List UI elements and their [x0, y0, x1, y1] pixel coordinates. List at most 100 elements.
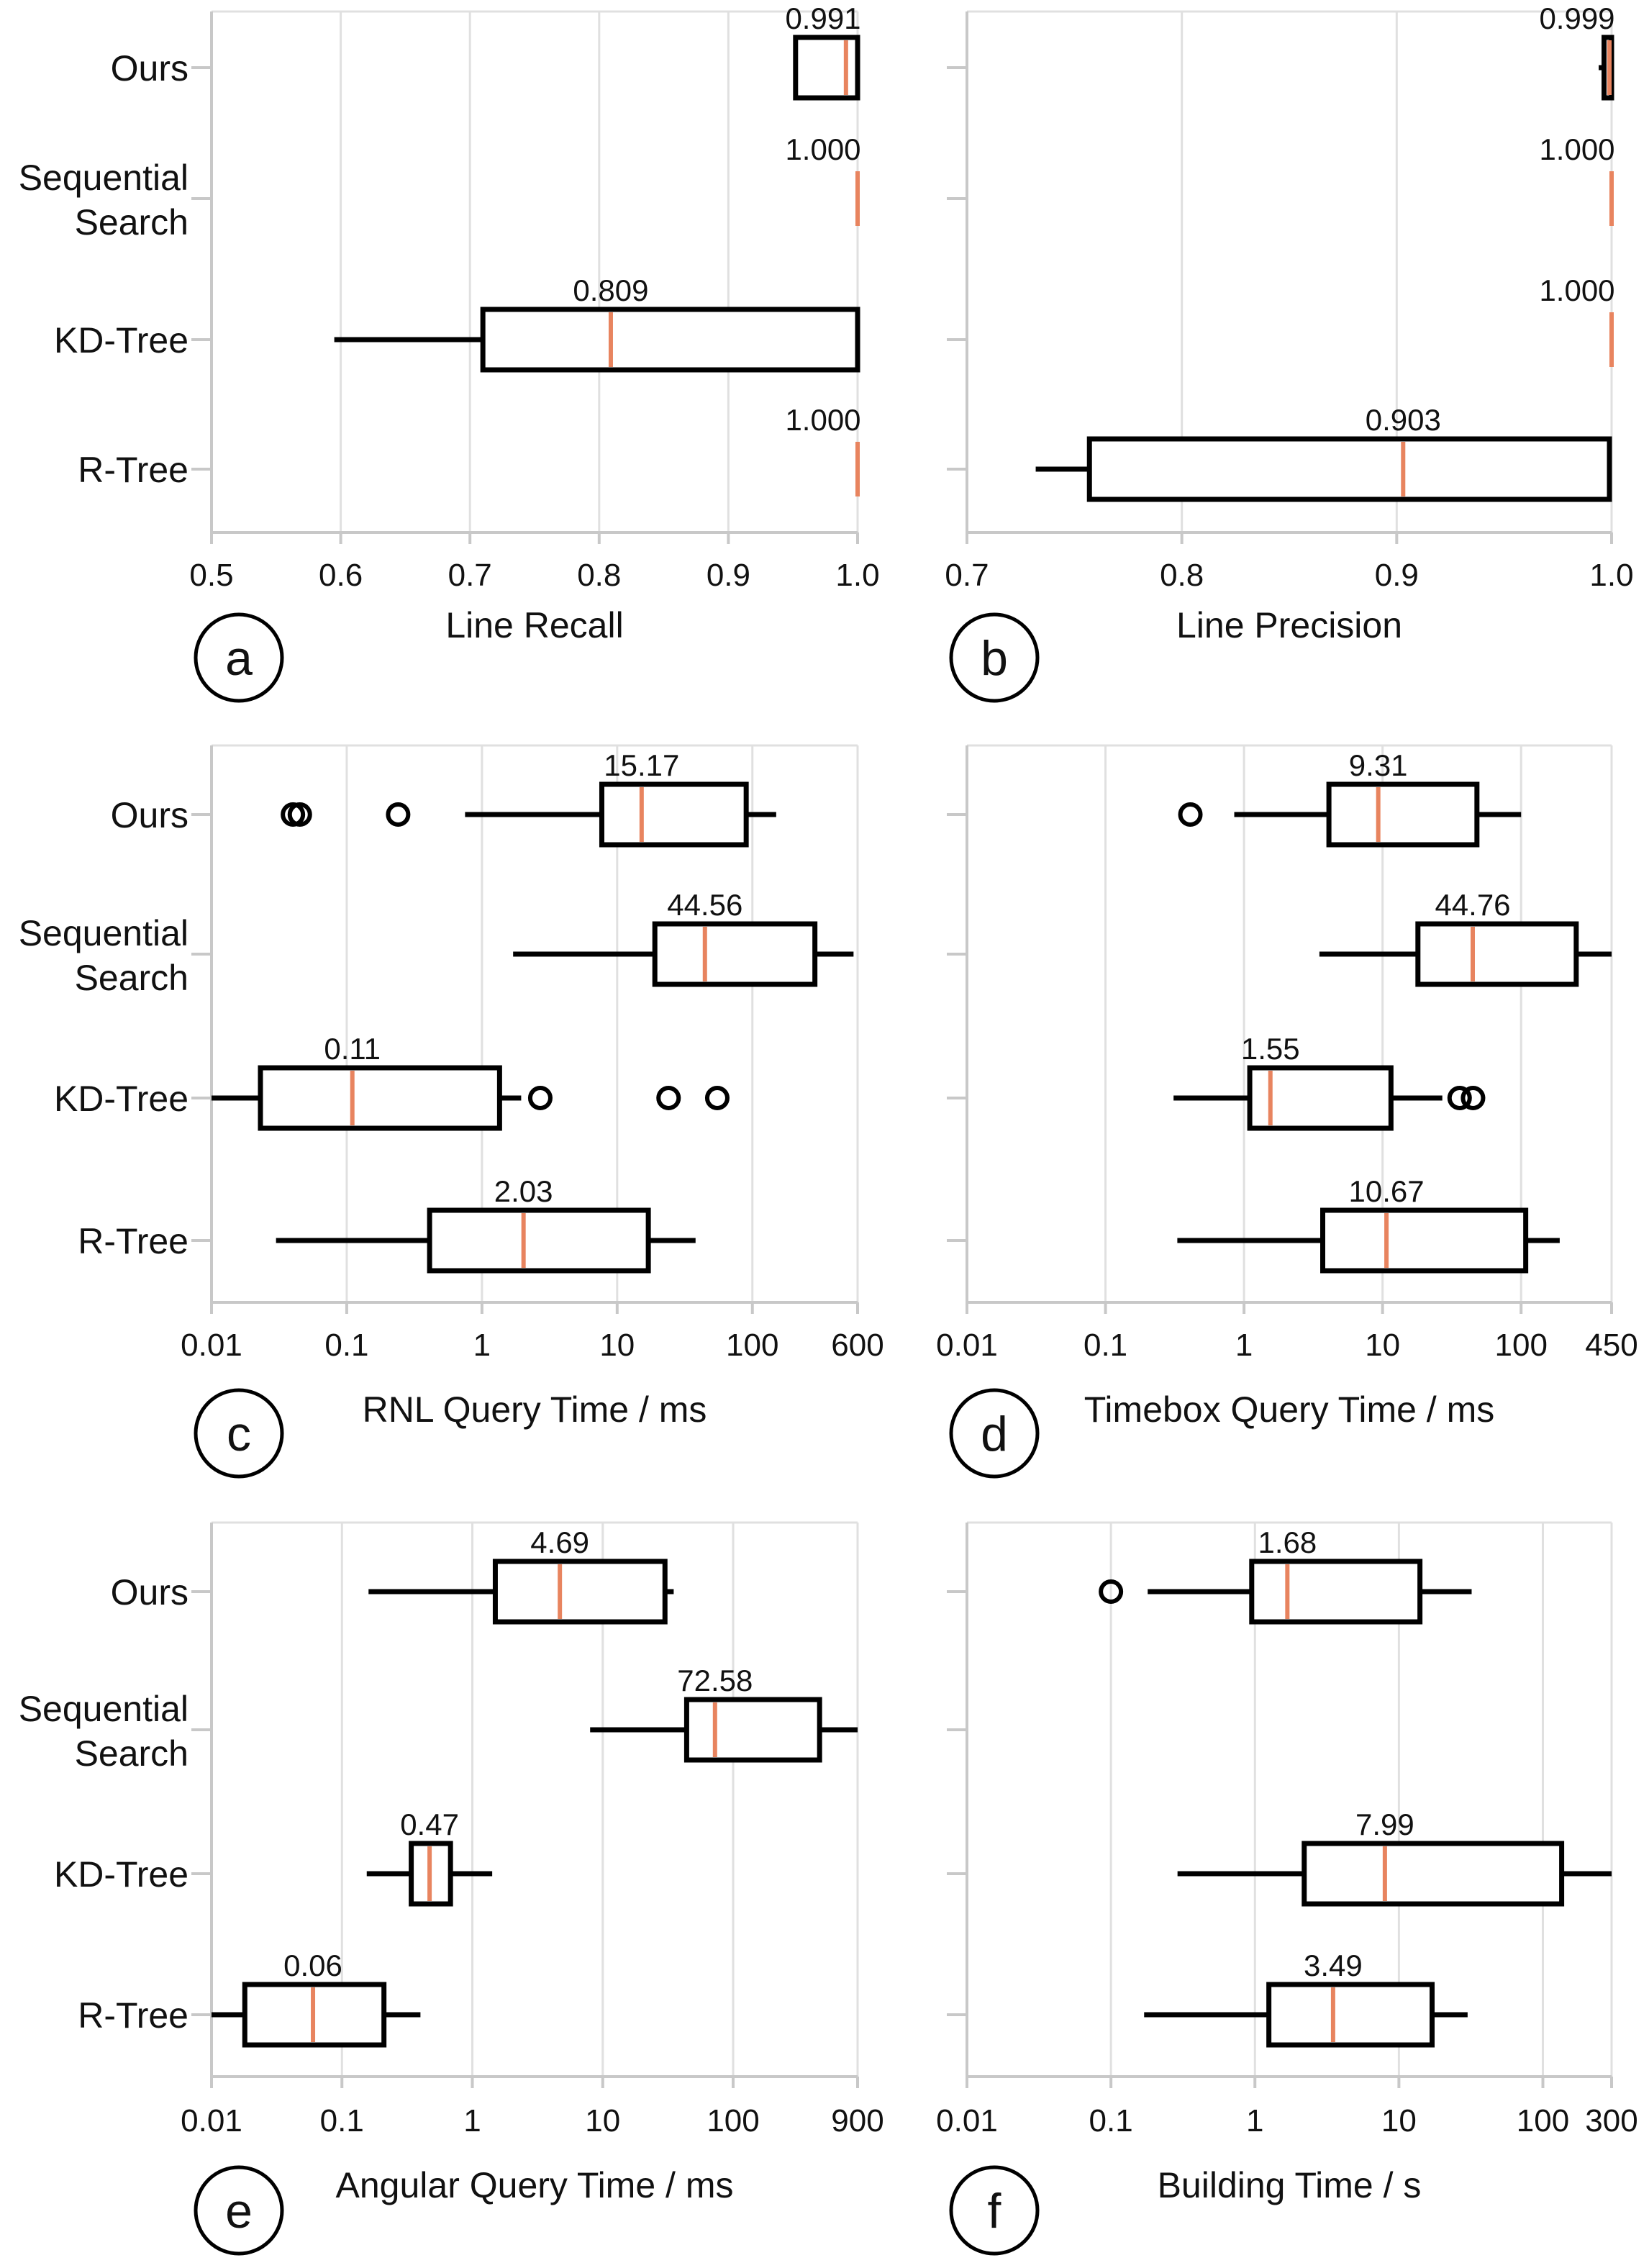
- panel-label-circle: [194, 2165, 284, 2256]
- median-label: 1.000: [1539, 273, 1614, 307]
- x-tick-label: 450: [1585, 1328, 1637, 1363]
- category-label: R-Tree: [78, 1221, 188, 1261]
- x-tick-label: 0.8: [577, 558, 621, 593]
- x-tick-label: 100: [707, 2103, 759, 2138]
- x-tick-label: 0.8: [1160, 558, 1204, 593]
- x-tick-label: 1: [1235, 1328, 1253, 1363]
- x-tick-label: 1: [1246, 2103, 1263, 2138]
- iqr-box: [793, 35, 860, 101]
- iqr-box: [480, 307, 860, 373]
- median-label: 44.56: [667, 888, 742, 922]
- box-ours: 4.69: [368, 1525, 674, 1625]
- x-tick-label: 0.01: [936, 1328, 998, 1363]
- iqr-box: [427, 1207, 651, 1274]
- median-label: 3.49: [1304, 1949, 1363, 1982]
- median-label: 15.17: [604, 748, 679, 782]
- panel-label-circle: [949, 612, 1040, 703]
- iqr-box: [258, 1065, 502, 1131]
- x-tick-label: 0.6: [319, 558, 363, 593]
- category-label: Sequential: [19, 913, 188, 953]
- category-label: Search: [75, 958, 188, 998]
- median-label: 1.55: [1241, 1032, 1300, 1066]
- x-tick-label: 1.0: [835, 558, 879, 593]
- x-tick-label: 1.0: [1589, 558, 1633, 593]
- outlier-point: [1178, 802, 1203, 827]
- box-ours: 9.31: [1178, 748, 1522, 848]
- median-label: 9.31: [1349, 748, 1408, 782]
- x-tick-label: 0.7: [448, 558, 492, 593]
- box-sequential-search: 72.58: [590, 1664, 858, 1763]
- x-axis-label: Angular Query Time / ms: [336, 2165, 734, 2205]
- x-tick-label: 0.1: [324, 1328, 368, 1363]
- median-label: 2.03: [494, 1174, 553, 1208]
- box-sequential-search: 44.56: [513, 888, 854, 987]
- x-tick-label: 0.01: [181, 1328, 242, 1363]
- box-kd-tree: 0.11: [212, 1032, 730, 1131]
- outlier-point: [656, 1086, 681, 1110]
- iqr-box: [1247, 1065, 1394, 1131]
- category-label: KD-Tree: [54, 1079, 188, 1119]
- outlier-point: [1461, 1086, 1486, 1110]
- median-label: 10.67: [1349, 1174, 1425, 1208]
- median-label: 7.99: [1355, 1807, 1414, 1841]
- x-axis-label: Building Time / s: [1158, 2165, 1422, 2205]
- x-tick-label: 300: [1585, 2103, 1637, 2138]
- x-tick-label: 0.9: [1375, 558, 1419, 593]
- median-label: 1.000: [785, 403, 860, 437]
- category-label: Sequential: [19, 1689, 188, 1729]
- outlier-point: [1447, 1086, 1472, 1110]
- iqr-box: [652, 921, 818, 987]
- panel-label-circle: [194, 1388, 284, 1479]
- median-label: 0.809: [573, 273, 648, 307]
- x-tick-label: 0.01: [181, 2103, 242, 2138]
- box-r-tree: 1.000: [785, 403, 861, 496]
- box-ours: 15.17: [281, 748, 776, 848]
- median-label: 1.000: [1539, 132, 1614, 166]
- category-label: KD-Tree: [54, 1854, 188, 1895]
- iqr-box: [599, 781, 749, 848]
- x-tick-label: 0.1: [1084, 1328, 1127, 1363]
- iqr-box: [1302, 1841, 1565, 1907]
- iqr-box: [1249, 1559, 1423, 1625]
- x-tick-label: 0.7: [945, 558, 989, 593]
- outlier-point: [287, 802, 312, 827]
- box-ours: 0.991: [785, 1, 861, 101]
- x-tick-label: 100: [726, 1328, 778, 1363]
- median-label: 0.999: [1539, 1, 1614, 35]
- x-tick-label: 1: [473, 1328, 491, 1363]
- x-tick-label: 1: [463, 2103, 481, 2138]
- x-tick-label: 10: [1381, 2103, 1417, 2138]
- panel-label-circle: [949, 2165, 1040, 2256]
- box-r-tree: 2.03: [276, 1174, 696, 1274]
- x-axis-label: Line Recall: [445, 605, 623, 645]
- box-ours: 0.999: [1539, 1, 1615, 101]
- x-axis-label: RNL Query Time / ms: [363, 1389, 707, 1430]
- category-label: Ours: [111, 795, 188, 835]
- box-r-tree: 0.903: [1035, 403, 1612, 502]
- x-tick-label: 0.5: [189, 558, 233, 593]
- category-label: R-Tree: [78, 1995, 188, 2036]
- category-label: Sequential: [19, 158, 188, 198]
- x-axis-label: Timebox Query Time / ms: [1084, 1389, 1494, 1430]
- box-kd-tree: 1.000: [1539, 273, 1615, 367]
- box-kd-tree: 0.809: [334, 273, 860, 373]
- median-label: 44.76: [1435, 888, 1510, 922]
- outlier-point: [1099, 1579, 1124, 1604]
- box-r-tree: 10.67: [1177, 1174, 1560, 1274]
- median-label: 0.47: [400, 1807, 459, 1841]
- iqr-box: [1266, 1982, 1435, 2048]
- panel-label-circle: [194, 612, 284, 703]
- box-ours: 1.68: [1099, 1525, 1472, 1625]
- x-tick-label: 600: [831, 1328, 883, 1363]
- category-label: Search: [75, 202, 188, 242]
- box-sequential-search: 1.000: [1539, 132, 1615, 226]
- outlier-point: [386, 802, 411, 827]
- iqr-box: [1086, 436, 1612, 502]
- box-kd-tree: 7.99: [1177, 1807, 1612, 1907]
- x-tick-label: 10: [585, 2103, 620, 2138]
